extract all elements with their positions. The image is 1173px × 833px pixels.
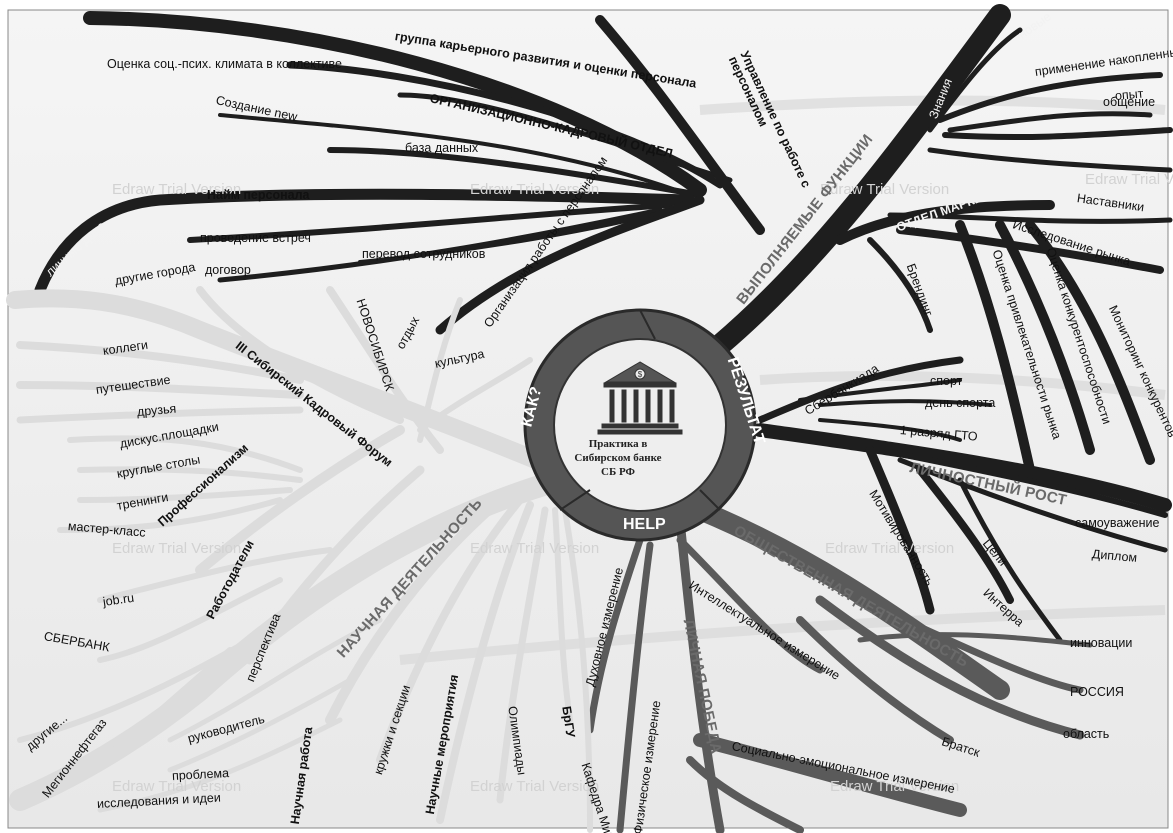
functions-branches [709, 4, 1173, 475]
node-sport: спорт [930, 374, 963, 388]
node-perevod: перевод сотрудников [362, 247, 486, 261]
ring-label-help: HELP [623, 516, 666, 533]
svg-text:$: $ [638, 370, 643, 379]
node-oblast: область [1063, 727, 1110, 741]
watermark: Edraw Trial Version [830, 778, 960, 795]
public-branches [586, 500, 1093, 833]
science-branches [6, 286, 593, 833]
node-dogovor: договор [205, 263, 251, 277]
result-branches [753, 356, 1172, 643]
node-samouv: самоуважение [1075, 516, 1160, 530]
watermark: Edraw Trial Version [112, 778, 242, 795]
node-ocenka-klimata: Оценка соц.-псих. климата в коллективе [107, 57, 342, 71]
bank-building-icon: $ [597, 361, 683, 435]
node-naim: Найм персонала [207, 188, 310, 202]
watermark: Edraw Trial Version [470, 778, 600, 795]
node-innovacii: инновации [1070, 636, 1133, 650]
watermark: Edraw Trial Version [470, 540, 600, 557]
node-problema: проблема [171, 766, 230, 783]
watermark: Edraw Trial Version [825, 540, 955, 557]
watermark: Edraw Trial Version [470, 181, 600, 198]
watermark: Edraw Trial Version [112, 540, 242, 557]
center-title-line2: Сибирском банке СБ РФ [574, 451, 662, 478]
watermark: Edraw Trial Version [1085, 171, 1173, 188]
watermark: Edraw Trial Version [112, 181, 242, 198]
node-rossiya: РОССИЯ [1070, 685, 1124, 699]
node-provedenie: проведение встреч [200, 231, 311, 245]
watermark: Edraw Trial Version [820, 181, 950, 198]
center-title-line1: Практика в [588, 438, 648, 450]
center-title: Практика в Сибирском банке СБ РФ [568, 438, 668, 479]
node-baza: база данных [405, 141, 479, 155]
node-den-sporta: день спорта [925, 396, 996, 410]
hr-branches [34, 11, 765, 335]
node-uchet: учёт перс. [38, 173, 98, 187]
node-obshenie: общение [1103, 95, 1156, 109]
